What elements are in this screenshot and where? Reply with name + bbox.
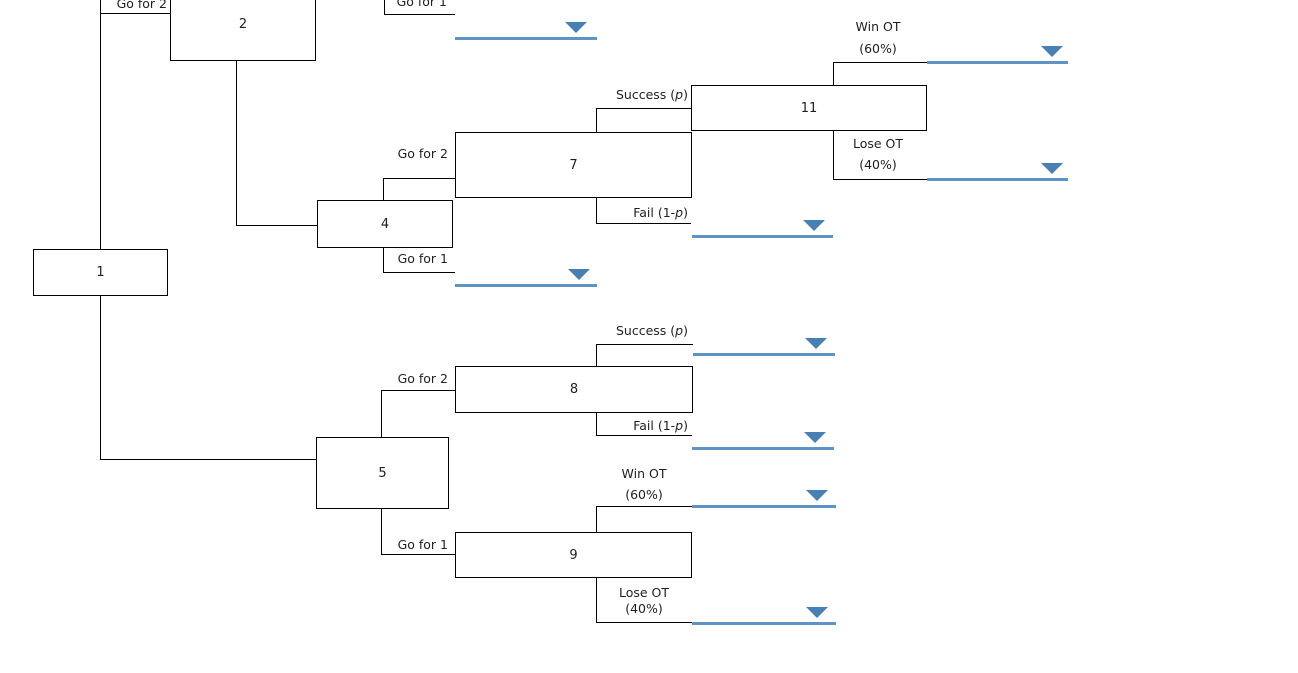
branch-label-root-go-for-2: Go for 2	[116, 0, 167, 11]
dropdown-caret-icon	[804, 432, 826, 443]
branch-label-top-go-for-1: Go for 1	[396, 0, 447, 9]
node-8-number: 8	[569, 382, 579, 397]
branch-label-node9-lose-ot: Lose OT	[618, 585, 670, 600]
dropdown-node11-win-ot-payoff[interactable]	[927, 43, 1068, 64]
dropdown-node4-go-for-1-payoff[interactable]	[455, 266, 597, 287]
dropdown-caret-icon	[806, 490, 828, 501]
node-2-number: 2	[238, 17, 248, 32]
branch-label-node11-lose-pct: (40%)	[859, 157, 897, 172]
dropdown-caret-icon	[1041, 46, 1063, 57]
node-11-number: 11	[800, 100, 818, 116]
branch-label-node7-fail: Fail (1-p)	[633, 205, 688, 220]
dropdown-caret-icon	[565, 22, 587, 33]
branch-label-node11-lose-ot: Lose OT	[852, 136, 904, 151]
dropdown-caret-icon	[1041, 163, 1063, 174]
branch-label-node9-lose-pct: (40%)	[625, 601, 663, 616]
branch-label-node5-go-for-2: Go for 2	[397, 371, 448, 386]
branch-label-node4-go-for-1: Go for 1	[397, 251, 448, 266]
dropdown-caret-icon	[806, 607, 828, 618]
dropdown-node8-fail-payoff[interactable]	[692, 429, 834, 450]
node-11: 11	[691, 85, 927, 131]
node-1-number: 1	[96, 265, 105, 280]
node-8: 8	[455, 366, 693, 413]
node-9: 9	[455, 532, 692, 578]
dropdown-node11-lose-ot-payoff[interactable]	[927, 160, 1068, 181]
dropdown-node8-success-payoff[interactable]	[693, 335, 835, 356]
node-7: 7	[455, 132, 692, 198]
dropdown-caret-icon	[568, 269, 590, 280]
dropdown-caret-icon	[805, 338, 827, 349]
node-5-number: 5	[378, 465, 387, 481]
branch-label-node9-win-ot: Win OT	[621, 466, 667, 481]
dropdown-caret-icon	[803, 220, 825, 231]
branch-label-node8-fail: Fail (1-p)	[633, 418, 688, 433]
branch-label-node11-win-pct: (60%)	[859, 41, 897, 56]
node-1: 1	[33, 249, 168, 296]
branch-label-node4-go-for-2: Go for 2	[397, 146, 448, 161]
node-5: 5	[316, 437, 449, 509]
node-2: 2	[170, 0, 316, 61]
branch-label-node5-go-for-1: Go for 1	[397, 537, 448, 552]
node-9-number: 9	[569, 547, 578, 563]
dropdown-node9-win-ot-payoff[interactable]	[692, 487, 836, 508]
node-4: 4	[317, 200, 453, 248]
branch-label-node9-win-pct: (60%)	[625, 487, 663, 502]
branch-label-node7-success: Success (p)	[616, 87, 688, 102]
dropdown-top-go-for-1-payoff[interactable]	[455, 19, 597, 40]
node-7-number: 7	[569, 157, 578, 173]
branch-label-node11-win-ot: Win OT	[855, 19, 901, 34]
node-4-number: 4	[380, 216, 390, 232]
branch-label-node8-success: Success (p)	[616, 323, 688, 338]
dropdown-node7-fail-payoff[interactable]	[692, 217, 833, 238]
dropdown-node9-lose-ot-payoff[interactable]	[692, 604, 836, 625]
